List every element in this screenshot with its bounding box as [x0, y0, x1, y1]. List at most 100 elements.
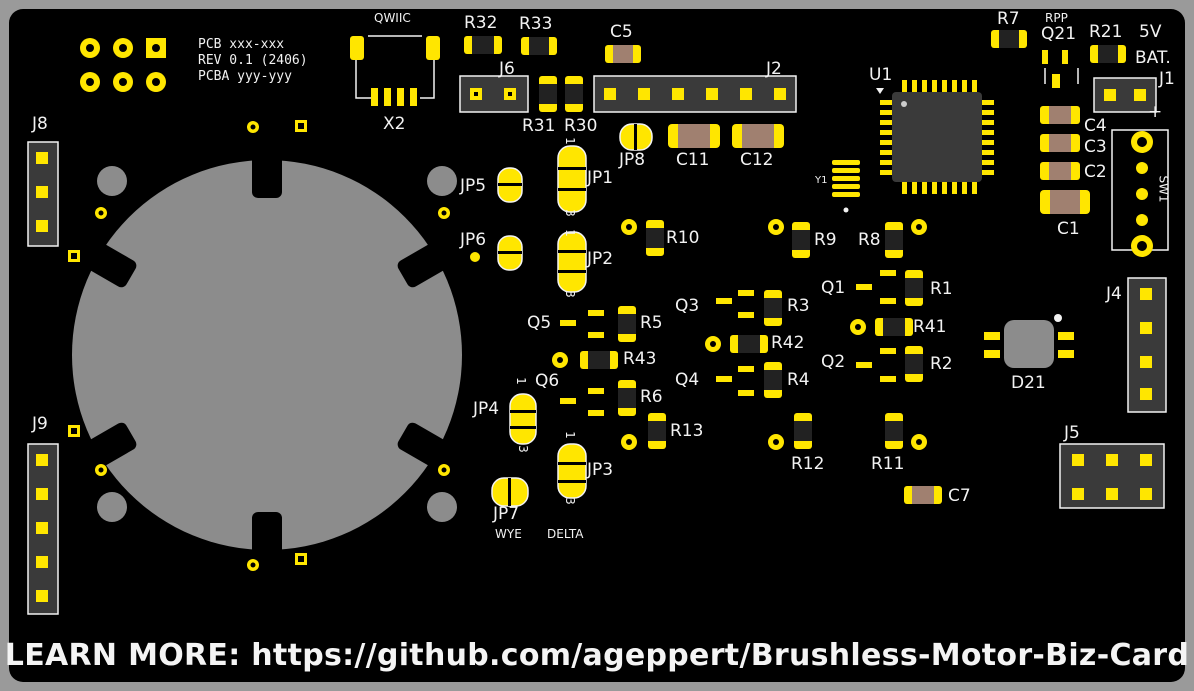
u1-pin — [880, 150, 892, 155]
board-info-line3: PCBA yyy-yyy — [198, 69, 292, 84]
q21-transistor — [1042, 50, 1079, 88]
u1-pin — [912, 182, 917, 194]
qwiic-connector — [350, 35, 440, 106]
label-jp1: JP1 — [587, 168, 614, 188]
label-jp3-pin3: 3 — [562, 497, 577, 505]
board-info-line2: REV 0.1 (2406) — [198, 53, 308, 68]
u1-pin — [880, 170, 892, 175]
top-left-header — [80, 38, 166, 92]
label-j8: J8 — [32, 114, 48, 134]
label-r32: R32 — [464, 13, 498, 33]
label-j1: J1 — [1159, 69, 1175, 89]
u1-pin — [982, 110, 994, 115]
label-c2: C2 — [1084, 162, 1107, 182]
label-jp2: JP2 — [587, 249, 614, 269]
label-q1: Q1 — [821, 278, 846, 298]
label-c5: C5 — [610, 22, 633, 42]
board-info: PCB xxx-xxx REV 0.1 (2406) PCBA yyy-yyy — [198, 37, 308, 85]
label-r7: R7 — [997, 9, 1020, 29]
u1-pin — [982, 150, 994, 155]
label-r8: R8 — [858, 230, 881, 250]
capacitors — [605, 45, 1090, 504]
label-jp1-pin1: 1 — [562, 137, 577, 145]
label-r10: R10 — [666, 228, 700, 248]
u1-pin — [880, 130, 892, 135]
led-d21 — [984, 314, 1074, 368]
label-jp3-pin1: 1 — [562, 431, 577, 439]
microcontroller-u1 — [876, 80, 994, 194]
motor-stator — [72, 160, 462, 550]
u1-pin — [952, 182, 957, 194]
label-r33: R33 — [519, 14, 553, 34]
test-vias — [552, 219, 927, 450]
label-plus: + — [1148, 102, 1163, 122]
u1-pin — [962, 80, 967, 92]
label-jp8: JP8 — [619, 150, 646, 170]
u1-pin — [902, 80, 907, 92]
label-jp2-pin3: 3 — [562, 290, 577, 298]
label-delta: DELTA — [547, 527, 584, 541]
label-jp3: JP3 — [587, 460, 614, 480]
mosfets — [560, 270, 896, 416]
label-wye: WYE — [495, 527, 522, 541]
mounting-holes — [97, 166, 457, 522]
label-jp1-pin3: 3 — [562, 209, 577, 217]
u1-pin — [922, 182, 927, 194]
motor-vias — [68, 120, 480, 571]
connectors — [27, 75, 1169, 615]
label-r21: R21 — [1089, 22, 1123, 42]
label-c7: C7 — [948, 486, 971, 506]
pcb-board: PCB xxx-xxx REV 0.1 (2406) PCBA yyy-yyy … — [9, 9, 1185, 682]
label-q2: Q2 — [821, 352, 846, 372]
u1-pin — [902, 182, 907, 194]
u1-pin — [942, 182, 947, 194]
label-jp7: JP7 — [493, 504, 520, 524]
label-c1: C1 — [1057, 219, 1080, 239]
pcb-artwork — [27, 30, 1169, 615]
label-c12: C12 — [740, 150, 774, 170]
resistors — [464, 30, 1126, 449]
label-jp4: JP4 — [473, 399, 500, 419]
label-x2: X2 — [383, 114, 406, 134]
label-c11: C11 — [676, 150, 710, 170]
u1-pin — [880, 100, 892, 105]
board-info-line1: PCB xxx-xxx — [198, 37, 285, 52]
solder-jumpers — [491, 123, 653, 507]
u1-pin — [982, 100, 994, 105]
label-sw1: SW1 — [1156, 175, 1171, 203]
label-y1: Y1 — [815, 175, 828, 186]
label-r42: R42 — [771, 333, 805, 353]
label-jp5: JP5 — [460, 176, 487, 196]
label-r2: R2 — [930, 354, 953, 374]
u1-pin — [962, 182, 967, 194]
label-j9: J9 — [32, 414, 48, 434]
label-c4: C4 — [1084, 116, 1107, 136]
label-jp2-pin1: 1 — [562, 229, 577, 237]
u1-pin — [982, 160, 994, 165]
u1-pin — [972, 182, 977, 194]
u1-pin — [880, 140, 892, 145]
label-r31: R31 — [522, 116, 556, 136]
label-j6: J6 — [499, 59, 515, 79]
u1-pin — [982, 130, 994, 135]
label-u1: U1 — [869, 65, 893, 85]
label-r5: R5 — [640, 313, 663, 333]
pcb-features — [27, 30, 1169, 615]
label-q6: Q6 — [535, 371, 560, 391]
label-q3: Q3 — [675, 296, 700, 316]
footer-url-text: LEARN MORE: https://github.com/ageppert/… — [4, 638, 1190, 673]
u1-pin — [952, 80, 957, 92]
u1-pin — [880, 160, 892, 165]
u1-pin — [932, 80, 937, 92]
label-jp4-pin1: 1 — [513, 377, 528, 385]
label-r3: R3 — [787, 296, 810, 316]
u1-pin — [982, 140, 994, 145]
label-j4: J4 — [1106, 284, 1122, 304]
label-r11: R11 — [871, 454, 905, 474]
u1-pin — [982, 170, 994, 175]
u1-pin — [922, 80, 927, 92]
label-5v: 5V — [1139, 22, 1162, 42]
label-j5: J5 — [1064, 423, 1080, 443]
label-bat: BAT. — [1135, 48, 1171, 68]
u1-pin — [880, 120, 892, 125]
